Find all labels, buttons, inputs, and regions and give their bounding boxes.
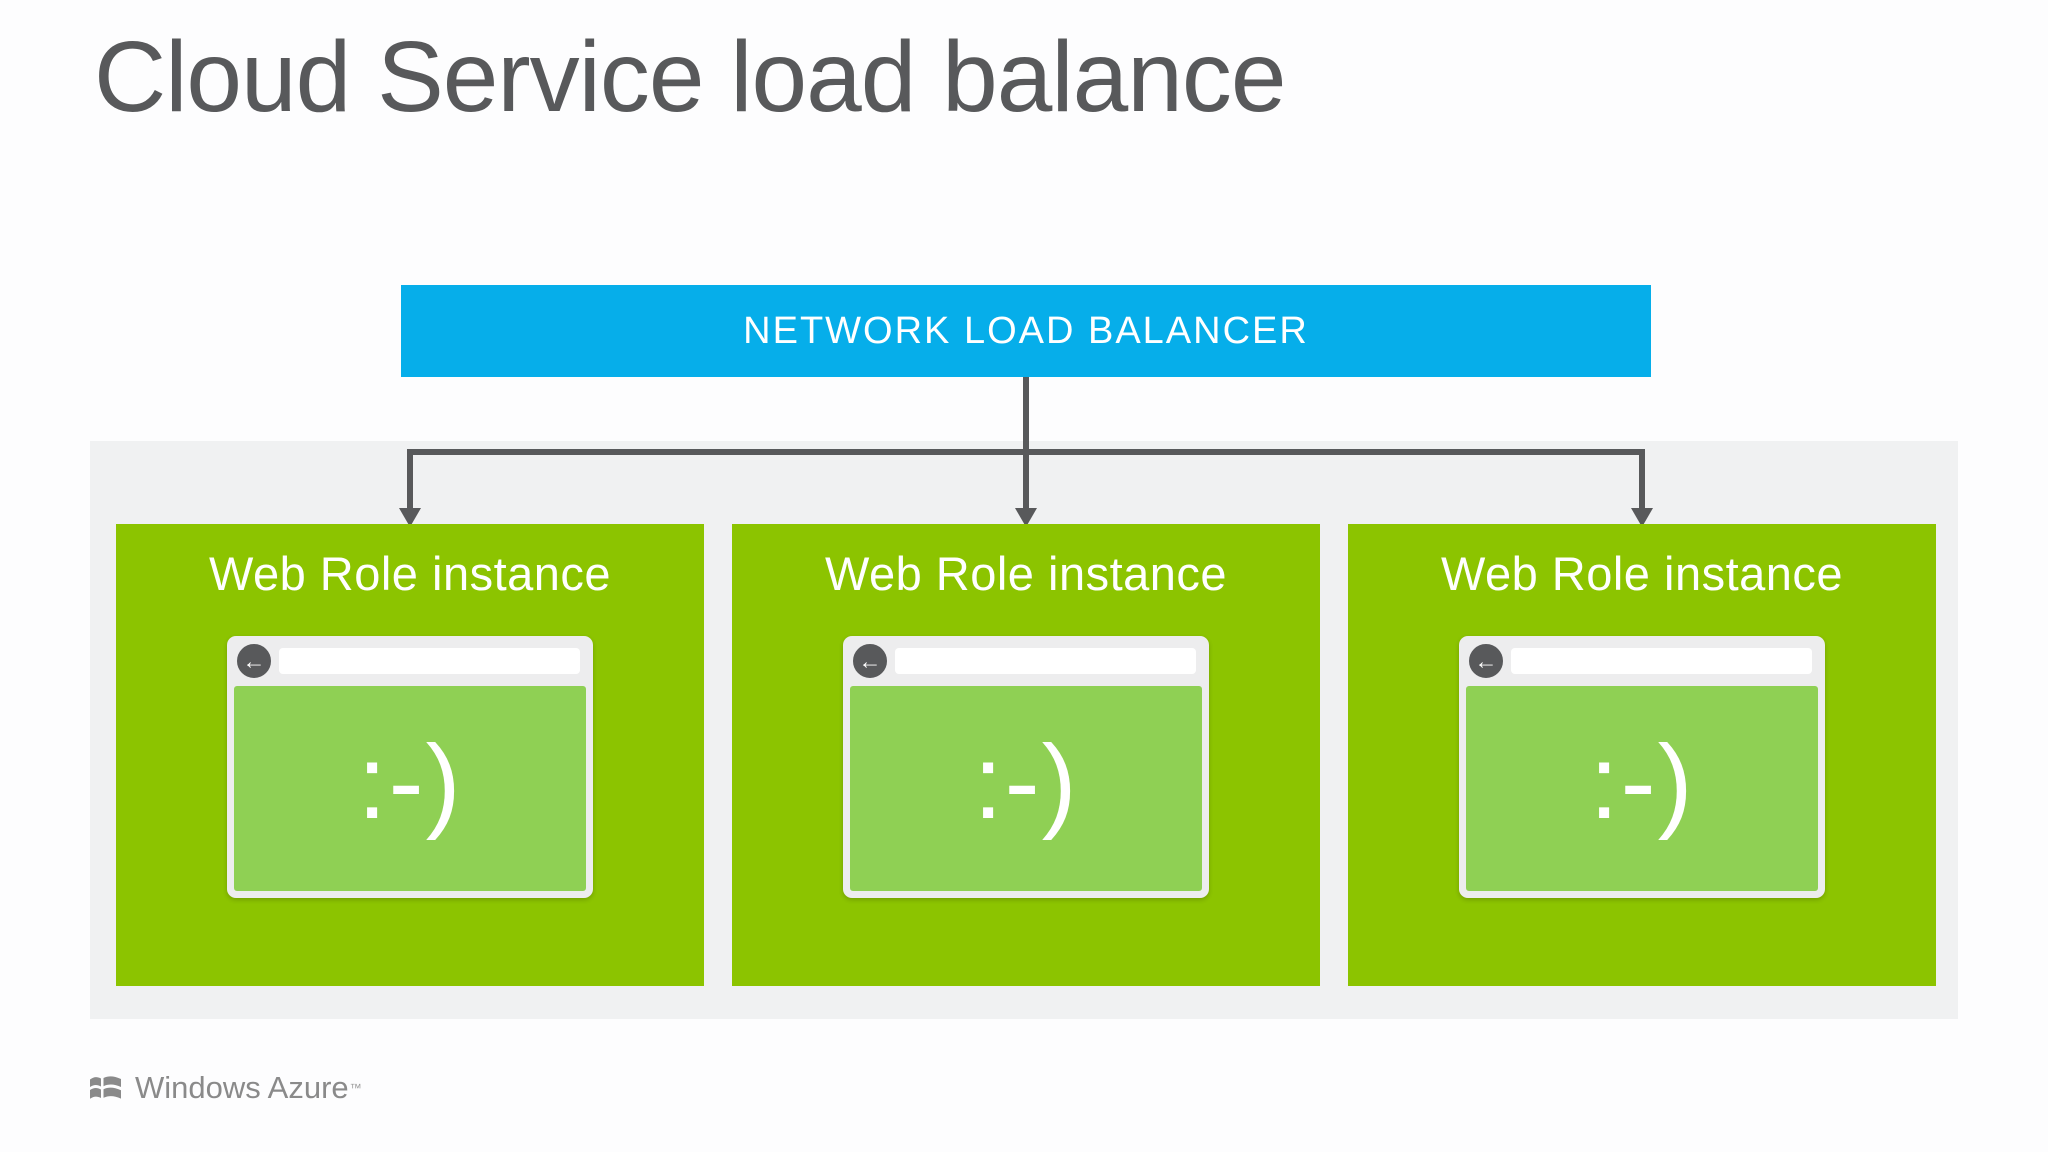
address-bar <box>895 648 1196 674</box>
browser-window: ← :-) <box>1459 636 1825 898</box>
network-load-balancer-box: NETWORK LOAD BALANCER <box>401 285 1651 377</box>
brand-text: Windows Azure <box>135 1070 349 1105</box>
back-arrow-icon: ← <box>858 647 882 674</box>
address-bar <box>1511 648 1812 674</box>
back-arrow-icon: ← <box>242 647 266 674</box>
back-arrow-icon: ← <box>1474 647 1498 674</box>
brand-trademark: ™ <box>349 1081 362 1095</box>
windows-azure-branding: Windows Azure ™ <box>88 1070 362 1106</box>
back-button: ← <box>851 642 889 680</box>
web-role-label: Web Role instance <box>824 547 1228 600</box>
browser-window: ← :-) <box>843 636 1209 898</box>
smiley-status: :-) <box>357 724 463 841</box>
browser-window: ← :-) <box>227 636 593 898</box>
page-title: Cloud Service load balance <box>94 21 1286 133</box>
back-button: ← <box>1467 642 1505 680</box>
web-role-box: Web Role instance ← :-) <box>1348 524 1936 986</box>
address-bar <box>279 648 580 674</box>
smiley-status: :-) <box>973 724 1079 841</box>
back-button: ← <box>235 642 273 680</box>
network-load-balancer-label: NETWORK LOAD BALANCER <box>743 309 1309 352</box>
browser-page-content: :-) <box>850 686 1202 891</box>
web-role-box: Web Role instance ← :-) <box>732 524 1320 986</box>
browser-page-content: :-) <box>1466 686 1818 891</box>
smiley-status: :-) <box>1589 724 1695 841</box>
web-role-label: Web Role instance <box>208 547 612 600</box>
web-role-box: Web Role instance ← :-) <box>116 524 704 986</box>
browser-page-content: :-) <box>234 686 586 891</box>
windows-flag-icon <box>90 1075 121 1099</box>
web-role-label: Web Role instance <box>1440 547 1844 600</box>
